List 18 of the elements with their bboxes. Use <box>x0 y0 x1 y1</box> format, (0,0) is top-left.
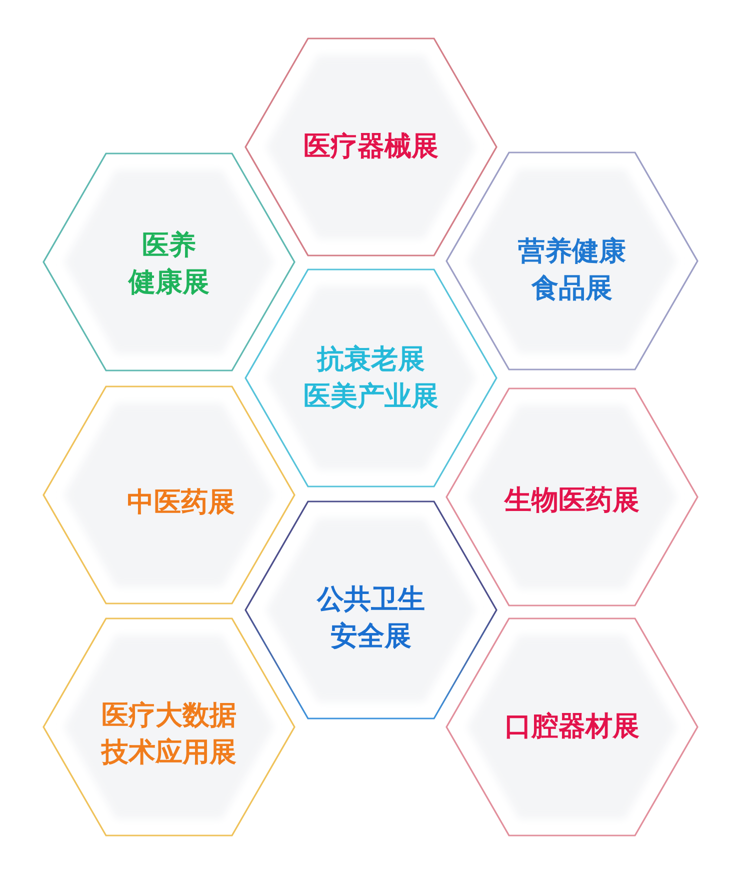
exhibition-name: 抗衰老展医美产业展 <box>302 342 440 414</box>
hexagon <box>445 387 699 607</box>
hexagon <box>244 500 498 720</box>
hexagon <box>244 268 498 488</box>
hexagon <box>42 617 296 837</box>
hexagon <box>42 152 296 372</box>
exhibition-name: 医养健康展 <box>127 228 210 300</box>
hexagon <box>445 151 699 371</box>
hexagon <box>445 617 699 837</box>
exhibition-name: 医疗器械展 <box>304 130 438 164</box>
exhibition-name: 公共卫生安全展 <box>316 582 426 654</box>
exhibition-name: 医疗大数据技术应用展 <box>100 698 238 770</box>
exhibition-name: 生物医药展 <box>504 484 640 518</box>
hexagon <box>42 385 296 605</box>
exhibition-name: 口腔器材展 <box>504 710 640 744</box>
exhibition-name: 营养健康食品展 <box>517 234 627 306</box>
hexagon <box>244 37 498 257</box>
exhibition-name: 中医药展 <box>127 486 235 520</box>
